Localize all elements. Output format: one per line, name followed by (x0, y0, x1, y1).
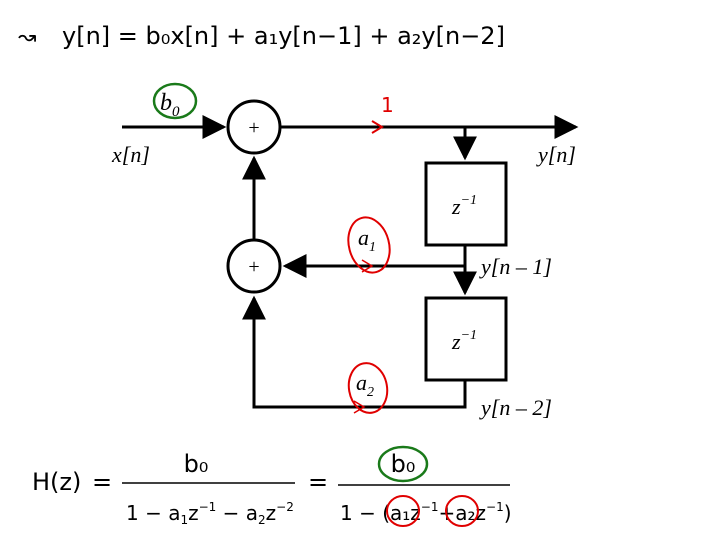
delay-box-1 (424, 161, 508, 247)
equation-arrow: ↝ (18, 25, 36, 50)
tf-denominator-2: 1 − (a₁z−1+a₂z−1) (340, 500, 512, 525)
red-tick-mark (371, 120, 384, 134)
label-y-n: y[n] (536, 142, 576, 167)
tf-denominator-1: 1 − a1z−1 − a2z−2 (126, 500, 294, 527)
red-circle-a1 (347, 216, 391, 274)
tf-numerator-2: b₀ (391, 450, 416, 478)
sum-sign-bottom: + (248, 256, 259, 278)
label-y-n-2: y[n – 2] (479, 395, 552, 420)
green-circle-b0-tf (377, 445, 429, 483)
tf-numerator-1: b₀ (184, 450, 209, 478)
delay-2-label: z−1 (451, 328, 477, 354)
red-circle-a1-tf (386, 495, 420, 527)
red-circle-a2 (347, 362, 389, 414)
red-circle-a2-tf (445, 495, 479, 527)
tf-equals-2: = (308, 468, 328, 496)
label-b0: b0 (160, 90, 180, 120)
label-x-n: x[n] (111, 142, 150, 167)
tf-equals-1: = (92, 468, 112, 496)
red-tick-a2 (353, 400, 366, 414)
feedback-a2-path (242, 295, 467, 409)
label-a2: a2 (356, 370, 374, 400)
tf-lhs: H(z) (32, 468, 81, 496)
difference-equation: y[n] = b₀x[n] + a₁y[n−1] + a₂y[n−2] (62, 22, 505, 50)
delay-1-label: z−1 (451, 193, 477, 219)
delay-box-2 (424, 296, 508, 382)
label-y-n-1: y[n – 1] (479, 254, 552, 279)
sum-sign-top: + (248, 117, 259, 139)
label-a1: a1 (358, 225, 376, 255)
green-circle-b0 (152, 82, 198, 120)
annotation-one: 1 (381, 93, 394, 117)
